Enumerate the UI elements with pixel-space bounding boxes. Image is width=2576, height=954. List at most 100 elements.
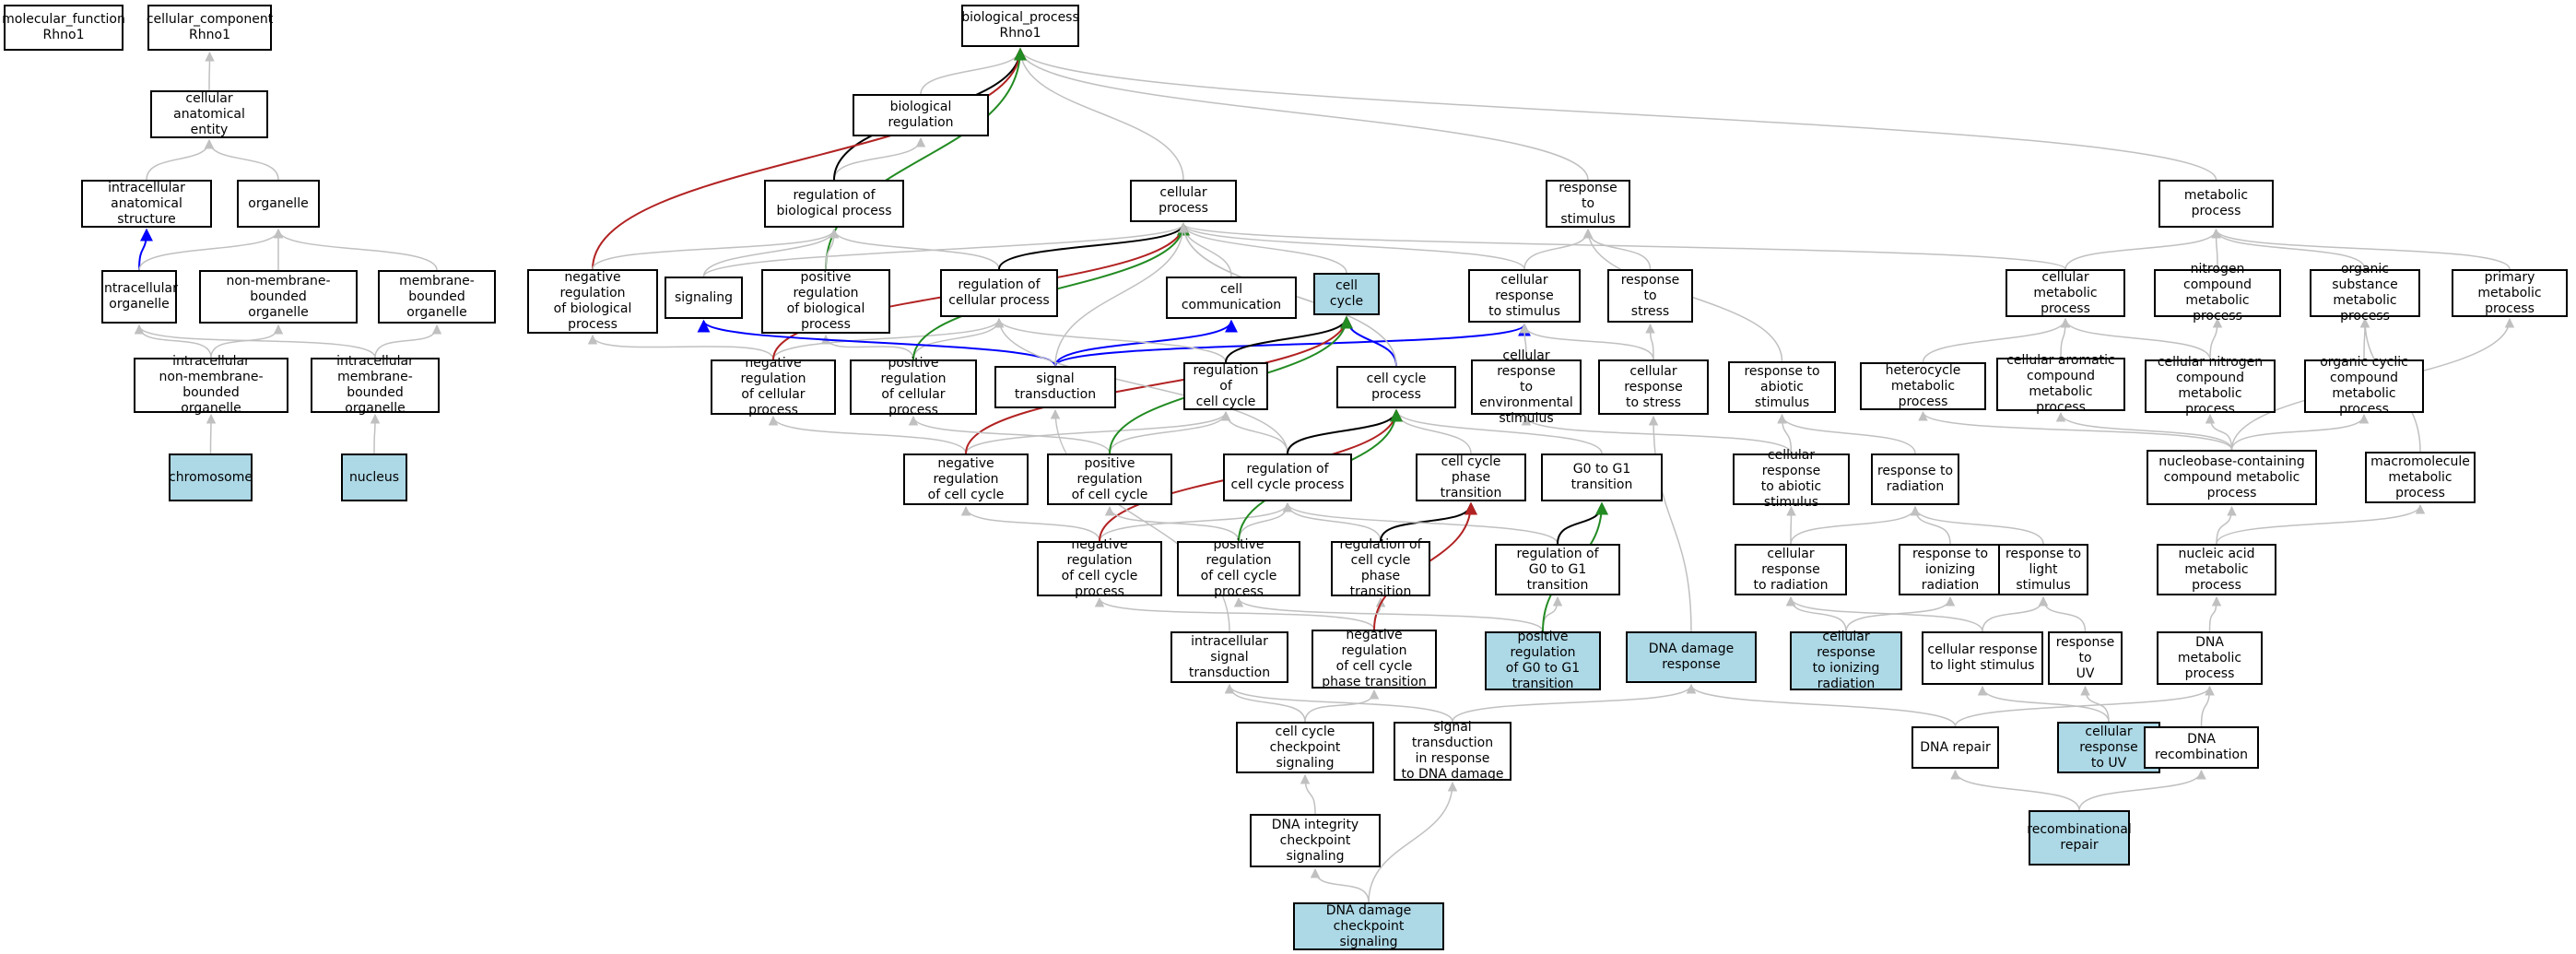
go-term-node-org[interactable]: organelle	[237, 180, 320, 228]
go-term-node-rccp[interactable]: regulation of cell cycle process	[1223, 453, 1352, 501]
go-term-node-prccp[interactable]: positive regulation of cell cycle proces…	[1177, 537, 1300, 599]
go-term-node-occmp[interactable]: organic cyclic compound metabolic proces…	[2304, 355, 2424, 417]
go-term-node-ruv[interactable]: response to UV	[2048, 631, 2123, 685]
go-term-node-rrad[interactable]: response to radiation	[1871, 453, 1959, 505]
go-term-node-cruv[interactable]: cellular response to UV	[2057, 722, 2160, 773]
go-term-node-cacmp[interactable]: cellular aromatic compound metabolic pro…	[1996, 353, 2125, 415]
go-term-node-crls[interactable]: cellular response to light stimulus	[1922, 631, 2043, 685]
edge-cmp-to-cp	[1179, 222, 2066, 270]
go-term-node-nmbo[interactable]: non-membrane-bounded organelle	[199, 270, 358, 324]
go-term-node-crstress[interactable]: cellular response to stress	[1598, 359, 1709, 415]
go-term-node-mp[interactable]: metabolic process	[2158, 180, 2274, 228]
go-term-node-ras[interactable]: response to abiotic stimulus	[1728, 361, 1836, 413]
go-term-node-drec[interactable]: DNA recombination	[2144, 726, 2259, 769]
go-term-node-ccom[interactable]: cell communication	[1166, 277, 1297, 319]
go-term-node-hmp[interactable]: heterocycle metabolic process	[1860, 362, 1986, 410]
go-term-node-cncmp[interactable]: cellular nitrogen compound metabolic pro…	[2145, 355, 2276, 417]
edge-rcp-to-rbp	[829, 228, 1000, 270]
go-term-node-crenv[interactable]: cellular response to environmental stimu…	[1471, 348, 1582, 426]
edge-crls-to-rls	[1982, 595, 2049, 632]
go-term-node-cras[interactable]: cellular response to abiotic stimulus	[1733, 448, 1850, 510]
edge-mbo-to-org	[273, 228, 438, 271]
go-term-node-cmp[interactable]: cellular metabolic process	[2006, 269, 2125, 317]
go-term-node-pmp[interactable]: primary metabolic process	[2452, 269, 2568, 317]
go-term-node-nrbp[interactable]: negative regulation of biological proces…	[527, 269, 658, 334]
go-term-node-cccs[interactable]: cell cycle checkpoint signaling	[1236, 722, 1374, 773]
go-term-node-rcc[interactable]: regulation of cell cycle	[1183, 362, 1268, 410]
go-term-node-rccpt[interactable]: regulation of cell cycle phase transitio…	[1331, 537, 1430, 599]
go-term-node-mf[interactable]: molecular_function Rhno1	[2, 5, 125, 51]
go-term-node-osmp[interactable]: organic substance metabolic process	[2310, 262, 2420, 324]
edge-nrccp-to-rccp	[1099, 501, 1293, 542]
edge-nrcc-to-nrcp	[768, 415, 967, 454]
edge-stdd-to-ddr	[1452, 683, 1697, 723]
go-term-node-io[interactable]: intracellular organelle	[100, 270, 178, 324]
edge-dics-to-cccs	[1300, 773, 1316, 815]
go-term-node-crs[interactable]: cellular response to stimulus	[1468, 269, 1581, 323]
go-term-node-mbo[interactable]: membrane-bounded organelle	[378, 270, 496, 324]
edge-namp-to-nbcmp	[2216, 505, 2237, 545]
edge-recrep-to-drep	[1950, 769, 2080, 811]
go-term-node-prg0g1[interactable]: positive regulation of G0 to G1 transiti…	[1485, 630, 1601, 691]
go-term-node-nrcc[interactable]: negative regulation of cell cycle	[903, 453, 1029, 505]
go-term-node-namp[interactable]: nucleic acid metabolic process	[2157, 544, 2276, 595]
edge-nuc-to-imbo	[370, 413, 381, 454]
go-term-node-ias[interactable]: intracellular anatomical structure	[81, 180, 212, 228]
edge-org-to-cae	[204, 138, 279, 181]
go-term-node-ccpt[interactable]: cell cycle phase transition	[1416, 453, 1526, 501]
go-term-node-rls[interactable]: response to light stimulus	[1998, 544, 2088, 595]
go-term-node-sig[interactable]: signaling	[665, 277, 743, 319]
go-term-node-dmp[interactable]: DNA metabolic process	[2157, 631, 2263, 685]
go-term-node-crir[interactable]: cellular response to ionizing radiation	[1790, 630, 1902, 691]
go-term-node-prcc[interactable]: positive regulation of cell cycle	[1047, 453, 1172, 505]
go-term-node-nrcp[interactable]: negative regulation of cellular process	[711, 356, 836, 418]
go-term-node-breg[interactable]: biological regulation	[853, 94, 989, 136]
go-term-node-nbcmp[interactable]: nucleobase-containing compound metabolic…	[2147, 450, 2317, 505]
go-term-node-dics[interactable]: DNA integrity checkpoint signaling	[1250, 814, 1381, 867]
edge-cruv-to-ruv	[2080, 685, 2110, 723]
go-term-node-ccyc[interactable]: cell cycle	[1313, 273, 1380, 315]
edge-drep-to-ddr	[1686, 683, 1957, 727]
edge-crs-to-cp	[1178, 222, 1525, 270]
go-term-node-rg0g1[interactable]: regulation of G0 to G1 transition	[1495, 544, 1620, 595]
go-term-node-imbo[interactable]: intracellular membrane-bounded organelle	[311, 354, 440, 416]
edge-st-to-ccom	[1054, 319, 1238, 367]
go-term-node-st[interactable]: signal transduction	[994, 366, 1116, 408]
edge-crls-to-crrad	[1785, 595, 1983, 632]
edge-sig-to-cp	[702, 222, 1189, 277]
go-term-node-prcp[interactable]: positive regulation of cellular process	[850, 356, 977, 418]
go-term-node-ddcs[interactable]: DNA damage checkpoint signaling	[1293, 902, 1444, 950]
edge-nbcmp-to-occmp	[2230, 413, 2370, 451]
go-term-node-bp[interactable]: biological_process Rhno1	[961, 5, 1079, 47]
go-term-node-ist[interactable]: intracellular signal transduction	[1170, 631, 1288, 683]
go-term-node-crrad[interactable]: cellular response to radiation	[1735, 544, 1847, 595]
go-term-node-rts[interactable]: response to stimulus	[1546, 180, 1630, 228]
go-term-node-mmp[interactable]: macromolecule metabolic process	[2365, 452, 2476, 503]
go-term-node-chrom[interactable]: chromosome	[169, 453, 253, 501]
go-term-node-inmbo[interactable]: intracellular non-membrane-bounded organ…	[134, 354, 288, 416]
go-term-node-g0g1[interactable]: G0 to G1 transition	[1541, 453, 1663, 501]
go-term-node-recrep[interactable]: recombinational repair	[2027, 810, 2132, 866]
go-term-node-prbp[interactable]: positive regulation of biological proces…	[761, 269, 890, 334]
go-term-node-rstress[interactable]: response to stress	[1607, 269, 1693, 323]
go-term-node-cae[interactable]: cellular anatomical entity	[150, 90, 268, 138]
go-term-node-nuc[interactable]: nucleus	[341, 453, 407, 501]
edge-ccpt-to-ccp	[1391, 408, 1472, 454]
go-term-node-rbp[interactable]: regulation of biological process	[764, 180, 904, 228]
go-term-node-cp[interactable]: cellular process	[1130, 180, 1237, 222]
go-term-node-cc[interactable]: cellular_component Rhno1	[147, 5, 273, 51]
go-term-node-ddr[interactable]: DNA damage response	[1626, 631, 1757, 683]
edge-ruv-to-rls	[2038, 595, 2087, 632]
go-term-node-rir[interactable]: response to ionizing radiation	[1899, 544, 2002, 595]
edge-cruv-to-crls	[1977, 685, 2110, 723]
go-term-node-ncmp[interactable]: nitrogen compound metabolic process	[2154, 262, 2281, 324]
go-term-node-drep[interactable]: DNA repair	[1911, 726, 1999, 769]
edge-nrccpt-to-nrccp	[1094, 596, 1375, 630]
go-term-node-nrccp[interactable]: negative regulation of cell cycle proces…	[1037, 537, 1162, 599]
go-term-node-ccp[interactable]: cell cycle process	[1336, 366, 1456, 408]
edge-chrom-to-inmbo	[206, 413, 217, 454]
go-term-node-nrccpt[interactable]: negative regulation of cell cycle phase …	[1312, 628, 1437, 689]
go-term-node-stdd[interactable]: signal transduction in response to DNA d…	[1394, 720, 1511, 782]
go-term-node-rcp[interactable]: regulation of cellular process	[940, 269, 1058, 317]
edge-pmp-to-mp	[2211, 228, 2511, 270]
